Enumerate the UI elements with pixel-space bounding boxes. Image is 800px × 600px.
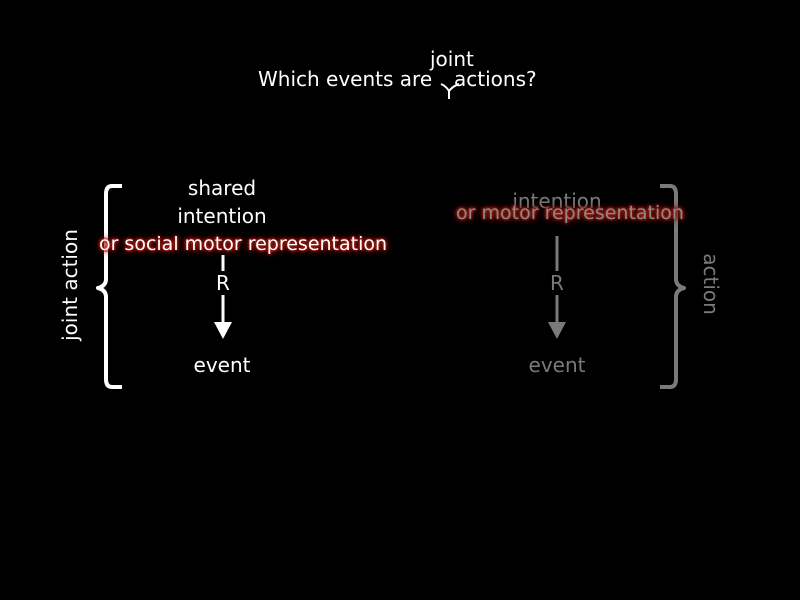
joint-action-label: joint action bbox=[58, 229, 82, 341]
right-event-label: event bbox=[528, 353, 586, 377]
insertion-caret-icon bbox=[440, 83, 460, 99]
right-relation-label: R bbox=[550, 271, 564, 295]
title-insert-word: joint bbox=[430, 47, 474, 71]
action-label: action bbox=[699, 253, 723, 315]
left-arrowhead bbox=[214, 322, 232, 339]
title-text-start: Which events are bbox=[258, 67, 433, 91]
motor-representation-highlight: or motor representation bbox=[456, 202, 684, 224]
left-brace bbox=[96, 184, 122, 389]
right-brace bbox=[660, 184, 686, 389]
right-intention-label: intention bbox=[512, 189, 602, 213]
left-shared-label: shared bbox=[187, 176, 257, 200]
right-arrowhead bbox=[548, 322, 566, 339]
left-intention-label: intention bbox=[177, 204, 267, 228]
left-event-label: event bbox=[193, 353, 251, 377]
social-motor-representation-highlight: or social motor representation bbox=[98, 233, 388, 255]
left-relation-label: R bbox=[216, 271, 230, 295]
title-text-end: actions? bbox=[454, 67, 537, 91]
